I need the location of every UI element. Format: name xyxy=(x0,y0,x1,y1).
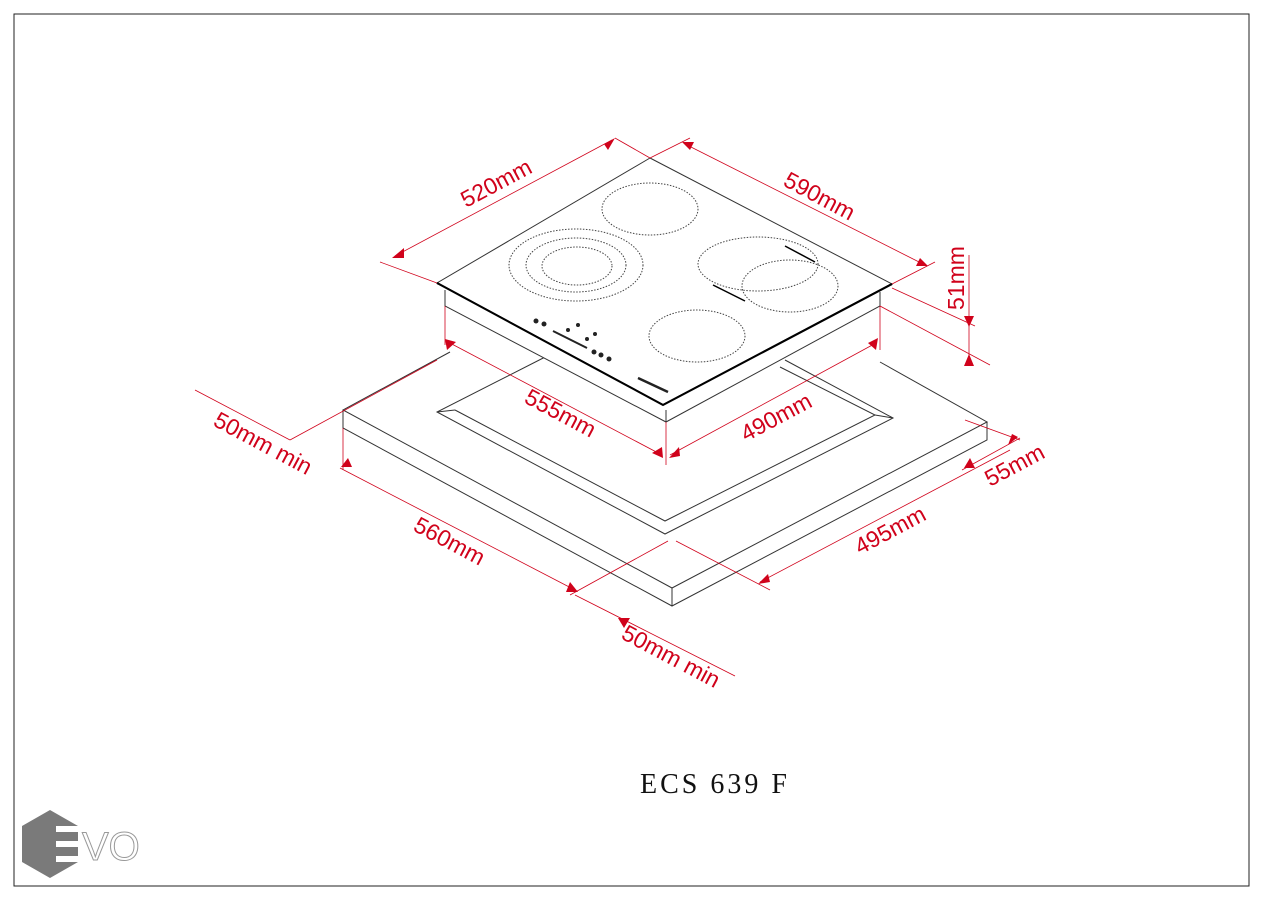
cooking-zone-oval-back xyxy=(697,236,819,292)
dim-side-clearance: 50mm min xyxy=(210,406,317,479)
cooking-zone-front-right xyxy=(648,309,746,363)
dim-counter-width: 560mm xyxy=(410,511,490,570)
dim-cutout-depth: 490mm xyxy=(736,387,816,446)
dim-cutout-width: 555mm xyxy=(521,383,601,442)
dim-hob-depth: 590mm xyxy=(780,166,860,225)
dim-rear-clearance: 55mm xyxy=(980,438,1049,491)
evo-logo: VO xyxy=(22,810,140,878)
dim-front-clearance: 50mm min xyxy=(618,619,725,692)
dim-hob-height: 51mm xyxy=(943,246,969,310)
dimension-lines xyxy=(194,137,1021,677)
dim-counter-depth: 495mm xyxy=(850,500,930,559)
hob xyxy=(435,157,894,423)
page-border xyxy=(13,13,1250,887)
cooking-zone-triple-outer xyxy=(508,228,644,302)
touch-controls xyxy=(533,318,669,394)
logo-text: VO xyxy=(82,825,140,869)
countertop xyxy=(341,351,989,607)
dim-hob-width: 520mm xyxy=(456,153,536,212)
model-title: ECS 639 F xyxy=(640,769,790,800)
cooking-zone-back-left xyxy=(601,182,699,236)
cooking-zone-oval-front xyxy=(741,259,839,313)
